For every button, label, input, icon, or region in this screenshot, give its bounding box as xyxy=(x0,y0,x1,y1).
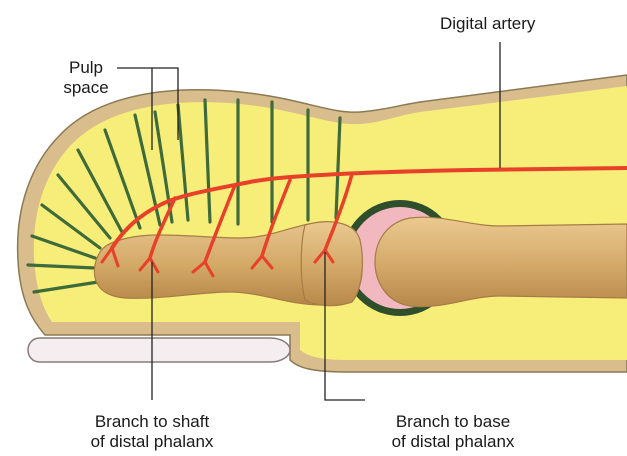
label-digital-artery: Digital artery xyxy=(440,14,535,34)
label-branch-shaft-line1: Branch to shaft xyxy=(62,412,242,432)
label-pulp-space: Pulp space xyxy=(56,58,116,98)
label-branch-shaft-line2: of distal phalanx xyxy=(62,432,242,452)
label-branch-base-line2: of distal phalanx xyxy=(368,432,538,452)
label-branch-shaft: Branch to shaft of distal phalanx xyxy=(62,412,242,452)
label-pulp-line2: space xyxy=(56,78,116,98)
label-branch-base: Branch to base of distal phalanx xyxy=(368,412,538,452)
middle-phalanx xyxy=(375,217,627,307)
label-branch-base-line1: Branch to base xyxy=(368,412,538,432)
label-pulp-line1: Pulp xyxy=(56,58,116,78)
nail xyxy=(28,338,290,362)
